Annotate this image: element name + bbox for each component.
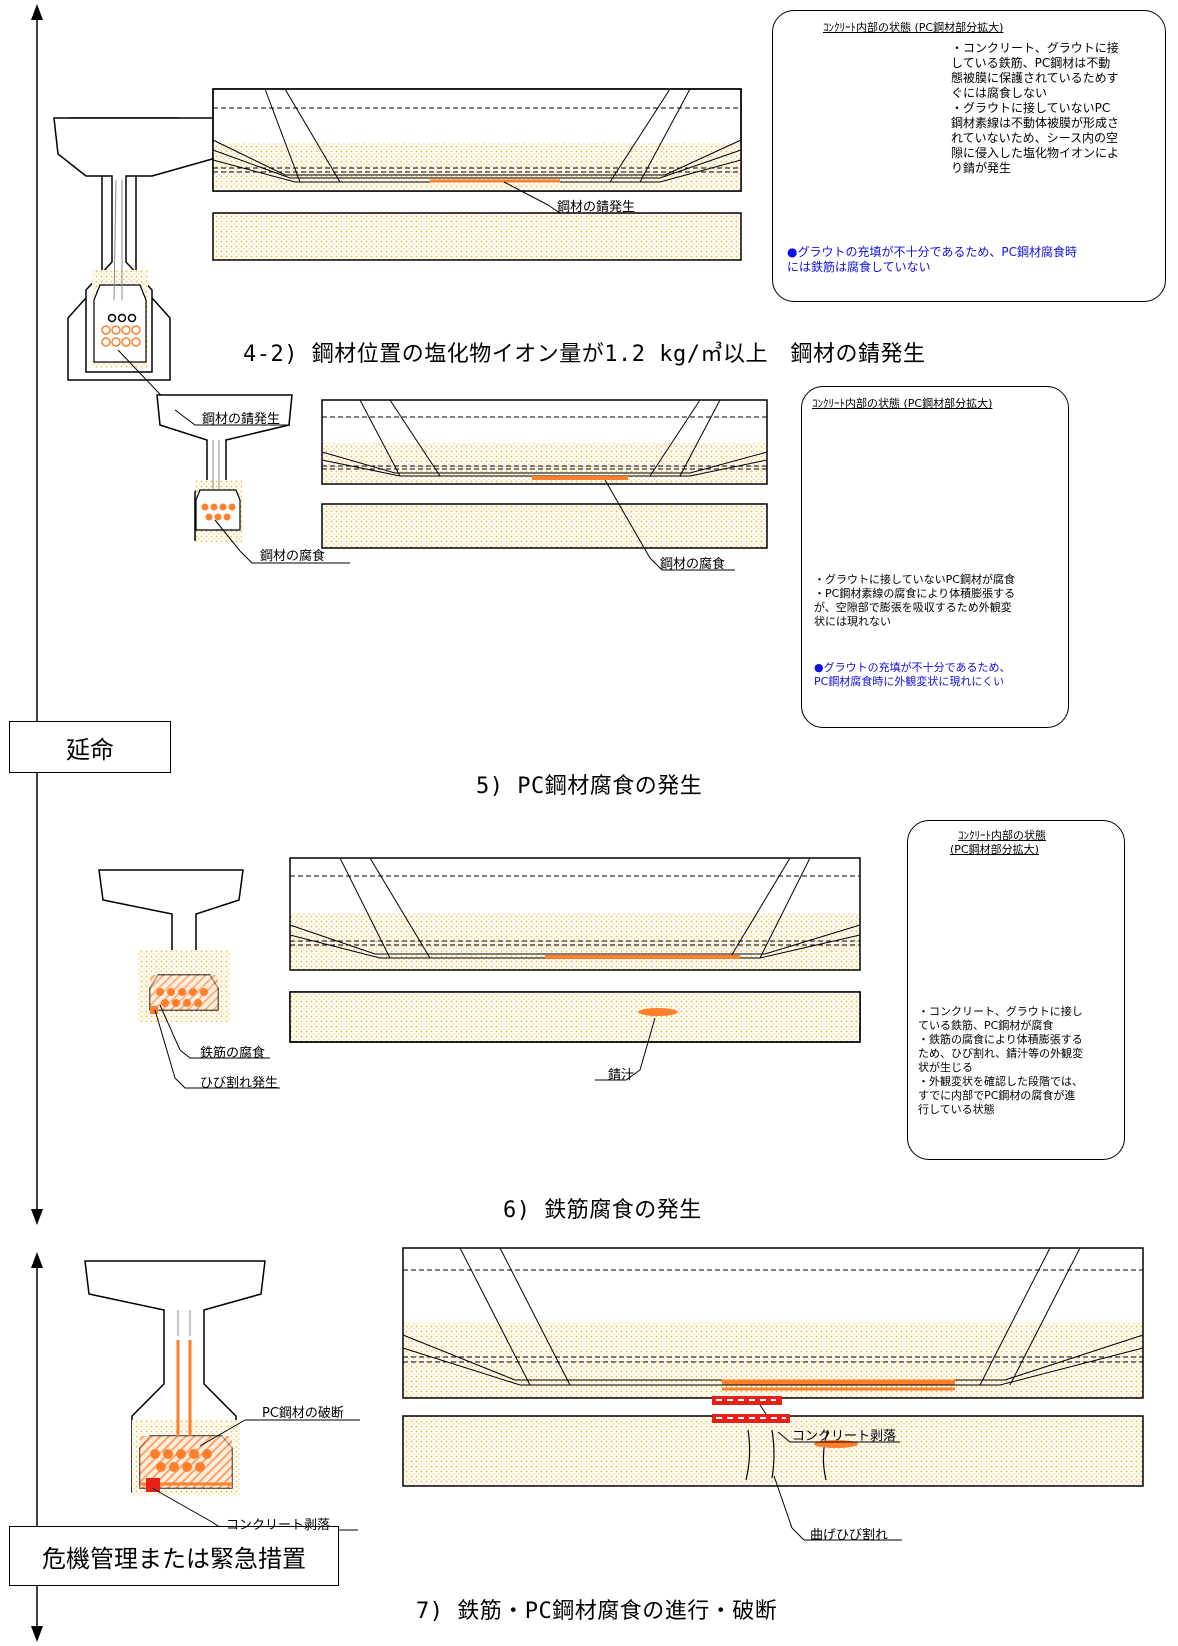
s4-cross-section <box>53 117 235 411</box>
timeline-upper <box>31 4 43 1225</box>
s4-side-elevation <box>212 88 742 261</box>
s6-box-text: ・コンクリート、グラウトに接し ている鉄筋、PC鋼材が腐食 ・鉄筋の腐食により体… <box>918 1005 1084 1116</box>
s4-box-title: ｺﾝｸﾘｰﾄ内部の状態 (PC鋼材部分拡大) <box>823 21 1004 34</box>
stage-box-emergency: 危機管理または緊急措置 <box>9 1526 339 1586</box>
s6-label-crack: ひび割れ発生 <box>200 1076 279 1091</box>
s4-box-text: ・コンクリート、グラウトに接 している鉄筋、PC鋼材は不動 態被膜に保護されてい… <box>951 41 1120 175</box>
s7-side-elevation <box>402 1247 1144 1529</box>
s5-label-beam: 鋼材の腐食 <box>660 557 726 572</box>
s5-side-elevation <box>321 399 768 559</box>
heading-5: 5) PC鋼材腐食の発生 <box>476 774 703 799</box>
s5-box-note: ●グラウトの充填が不十分であるため、 PC鋼材腐食時に外観変状に現れにくい <box>814 661 1011 688</box>
s6-box-title-1: ｺﾝｸﾘｰﾄ内部の状態 <box>958 829 1046 842</box>
s7-cross-section <box>84 1260 266 1523</box>
s6-cross-section <box>98 869 244 1079</box>
s7-label-spall-section: コンクリート剥落 <box>226 1518 331 1533</box>
s4-info-box: ｺﾝｸﾘｰﾄ内部の状態 (PC鋼材部分拡大) ・コンクリート、グラウトに接 して… <box>772 10 1166 302</box>
s6-box-title-2: (PC鋼材部分拡大) <box>950 843 1039 856</box>
s7-label-spall-beam: コンクリート剥落 <box>792 1429 897 1444</box>
s6-info-box: ｺﾝｸﾘｰﾄ内部の状態 (PC鋼材部分拡大) ・コンクリート、グラウトに接し て… <box>907 820 1125 1160</box>
s5-info-box: ｺﾝｸﾘｰﾄ内部の状態 (PC鋼材部分拡大) ・グラウトに接していないPC鋼材が… <box>801 386 1069 728</box>
s6-label-rebar: 鉄筋の腐食 <box>200 1046 266 1061</box>
s4-label-section: 鋼材の錆発生 <box>202 412 281 427</box>
s5-cross-section <box>156 394 293 552</box>
s7-label-pc-break: PC鋼材の破断 <box>262 1406 344 1421</box>
heading-6: 6) 鉄筋腐食の発生 <box>503 1198 702 1223</box>
stage-box-extension: 延命 <box>9 721 171 773</box>
heading-4-2: 4-2) 鋼材位置の塩化物イオン量が1.2 kg/㎥以上 鋼材の錆発生 <box>243 342 926 367</box>
s5-box-title: ｺﾝｸﾘｰﾄ内部の状態 (PC鋼材部分拡大) <box>812 397 993 410</box>
s5-label-section: 鋼材の腐食 <box>260 549 326 564</box>
heading-7: 7) 鉄筋・PC鋼材腐食の進行・破断 <box>416 1599 778 1624</box>
s7-label-bending-crack: 曲げひび割れ <box>810 1528 889 1543</box>
s4-box-note: ●グラウトの充填が不十分であるため、PC鋼材腐食時 には鉄筋は腐食していない <box>787 245 1077 274</box>
s6-side-elevation <box>289 857 861 1071</box>
s5-box-text: ・グラウトに接していないPC鋼材が腐食 ・PC鋼材素線の腐食により体積膨張する … <box>814 573 1016 628</box>
s6-label-rust-stain: 錆汁 <box>608 1068 635 1083</box>
s4-label-beam: 鋼材の錆発生 <box>557 200 636 215</box>
